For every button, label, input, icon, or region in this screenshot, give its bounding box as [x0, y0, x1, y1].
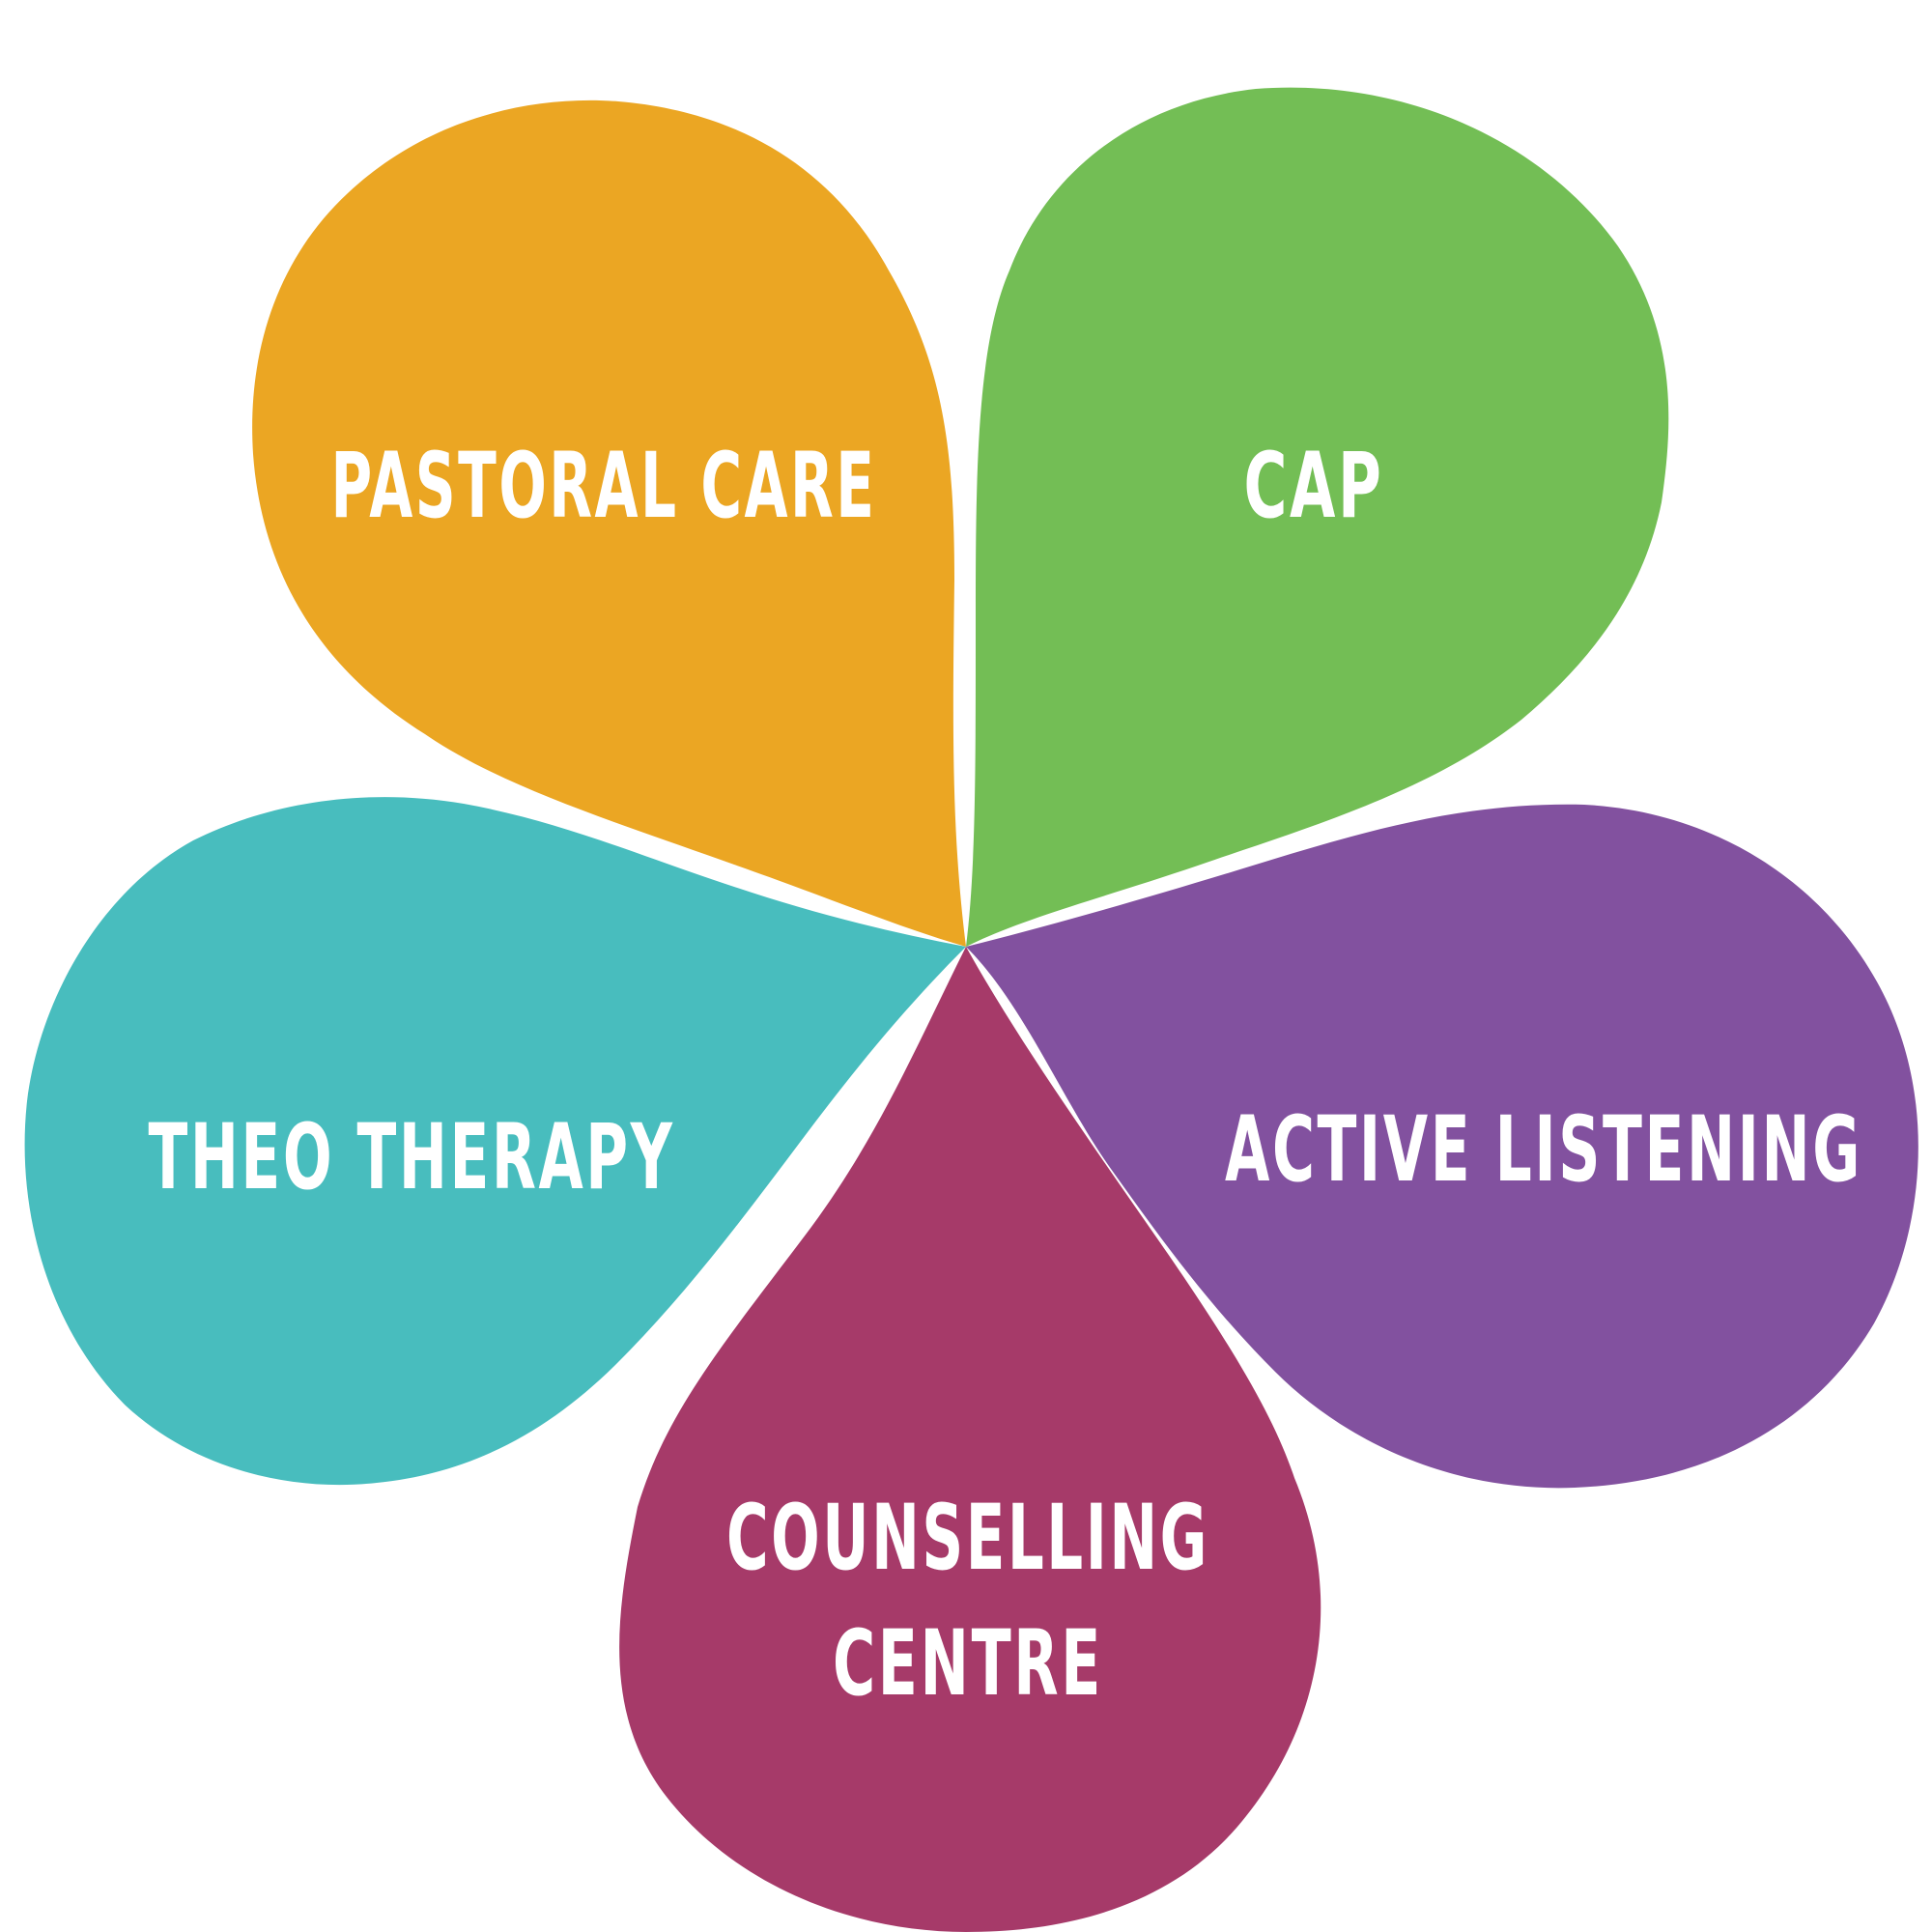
petal-label-counselling-centre-line2: CENTRE: [833, 1611, 1103, 1717]
petal-label-line: CAP: [1244, 434, 1384, 539]
petal-label-line: PASTORAL CARE: [331, 434, 877, 539]
petal-cap-shape: [966, 87, 1669, 947]
petal-label-theo-therapy: THEO THERAPY: [149, 1105, 675, 1210]
petal-label-line: COUNSELLING: [726, 1486, 1209, 1591]
petal-theo-therapy: THEO THERAPY: [24, 797, 966, 1486]
petal-cap: CAP: [966, 87, 1669, 947]
petal-theo-therapy-shape: [24, 797, 966, 1486]
petal-label-cap: CAP: [1244, 434, 1384, 539]
petal-label-line: CENTRE: [833, 1611, 1103, 1717]
petal-label-line: THEO THERAPY: [149, 1105, 675, 1210]
petal-label-line: ACTIVE LISTENING: [1225, 1097, 1862, 1203]
petal-active-listening-shape: [966, 804, 1918, 1489]
petal-pastoral-care: PASTORAL CARE: [252, 99, 966, 948]
petal-label-counselling-centre: COUNSELLING: [726, 1486, 1209, 1591]
petal-label-active-listening: ACTIVE LISTENING: [1225, 1097, 1862, 1203]
petal-counselling-centre-shape: [619, 947, 1321, 1932]
petal-counselling-centre: COUNSELLING CENTRE: [619, 947, 1321, 1932]
petal-label-pastoral-care: PASTORAL CARE: [331, 434, 877, 539]
petal-active-listening: ACTIVE LISTENING: [966, 804, 1918, 1489]
petal-pastoral-care-shape: [252, 99, 966, 948]
